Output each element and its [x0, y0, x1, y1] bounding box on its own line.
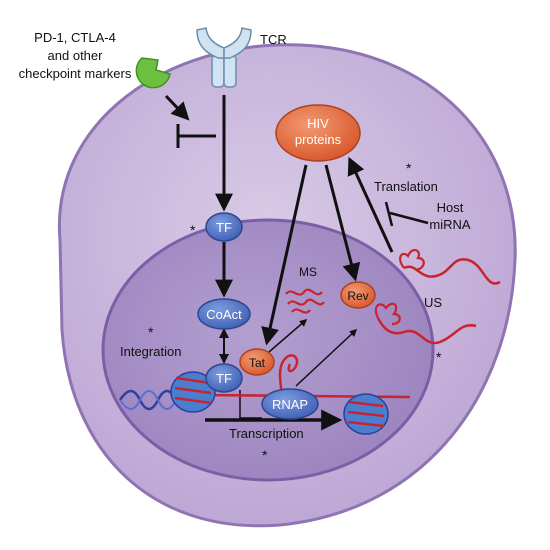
hiv-proteins-label-2: proteins	[295, 132, 342, 147]
tf-bottom-label: TF	[216, 371, 232, 386]
tat-node: Tat	[239, 348, 275, 376]
translation-arrow	[347, 156, 394, 253]
hiv-proteins-node: HIV proteins	[275, 104, 361, 162]
tf-asterisk: *	[190, 222, 196, 238]
transcription-asterisk: *	[262, 447, 268, 463]
nucleosome-left-icon	[170, 371, 216, 413]
tcr-receptor-icon	[196, 27, 252, 88]
rre-hairpin	[374, 302, 401, 326]
hiv-to-tat-arrow	[261, 164, 308, 346]
ms-rna-icon	[285, 288, 325, 314]
checkpoint-label-1: PD-1, CTLA-4	[34, 30, 116, 45]
tar-rna-hairpin	[278, 354, 299, 396]
host-mirna-label-1: Host	[437, 200, 464, 215]
nucleosome-right-icon	[343, 393, 389, 435]
transcription-label: Transcription	[229, 426, 304, 441]
rnap-to-rev-arrow	[295, 328, 358, 387]
integration-label: Integration	[120, 344, 181, 359]
tf-top-node: TF	[205, 212, 243, 242]
us-rna-nuclear	[376, 317, 477, 345]
hiv-to-rev-arrow	[324, 164, 361, 282]
nucleus-us-asterisk: *	[436, 349, 442, 365]
checkpoint-label-3: checkpoint markers	[19, 66, 132, 81]
coact-label: CoAct	[206, 307, 242, 322]
tat-label: Tat	[249, 356, 266, 370]
translation-label: Translation	[374, 179, 438, 194]
tf-bottom-node: TF	[205, 363, 243, 393]
checkpoint-receptor-icon	[135, 57, 171, 89]
us-label: US	[424, 295, 442, 310]
hiv-proteins-label-1: HIV	[307, 116, 329, 131]
mirna-inhibition-bar	[384, 201, 394, 227]
tcr-label: TCR	[260, 32, 287, 47]
us-rna-cytoplasm	[403, 258, 501, 285]
mirna-inhibition-line	[389, 211, 429, 225]
rev-node: Rev	[340, 281, 376, 309]
tf-to-rnap-connector	[239, 390, 262, 419]
host-mirna-label-2: miRNA	[429, 217, 470, 232]
checkpoint-label-2: and other	[48, 48, 104, 63]
ms-label: MS	[299, 265, 317, 279]
dna-helix-strand-2	[119, 390, 177, 410]
dna-helix	[118, 389, 178, 411]
coact-node: CoAct	[197, 298, 251, 330]
tf-top-label: TF	[216, 220, 232, 235]
translation-asterisk: *	[406, 160, 412, 176]
checkpoint-arrow	[164, 94, 190, 121]
mirna-hairpin	[399, 249, 425, 272]
tat-to-ms-arrow	[261, 319, 308, 359]
rnap-node: RNAP	[261, 388, 319, 420]
rev-label: Rev	[347, 289, 368, 303]
rnap-label: RNAP	[272, 397, 308, 412]
integration-asterisk: *	[148, 324, 154, 340]
